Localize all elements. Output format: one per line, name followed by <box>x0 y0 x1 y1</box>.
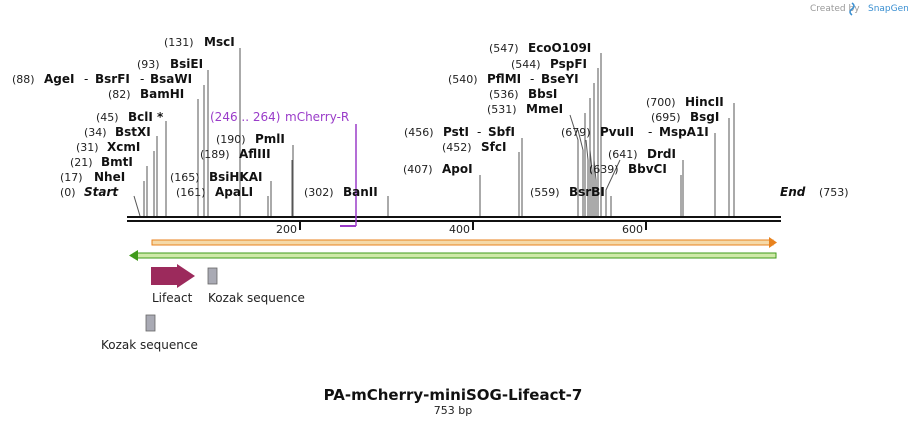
agei-label: AgeI <box>44 72 74 86</box>
enzyme-labels-right: (407) ApoI (452) SfcI (456) PstI - SbfI … <box>403 41 849 199</box>
tick-label-200: 200 <box>276 223 297 236</box>
lifeact-label: Lifeact <box>152 291 193 305</box>
map-subtitle: 753 bp <box>434 404 472 417</box>
pvuii-label: PvuII <box>600 125 634 139</box>
enzyme-labels-left: (0) Start (17) NheI (21) BmtI (31) XcmI … <box>12 35 378 199</box>
pflmi-pos: (540) <box>448 73 478 86</box>
sbfi-label: SbfI <box>488 125 515 139</box>
bsrbi-label: BsrBI <box>569 185 605 199</box>
leader-lines <box>133 114 621 217</box>
agei-pos: (88) <box>12 73 35 86</box>
mspa1i-label: MspA1I <box>659 125 709 139</box>
bmti-label: BmtI <box>101 155 133 169</box>
green-feature-bar[interactable] <box>133 252 777 259</box>
bamhi-label: BamHI <box>140 87 184 101</box>
kozak-box-bottom[interactable] <box>145 314 156 332</box>
bsiei-label: BsiEI <box>170 57 203 71</box>
tick-label-600: 600 <box>622 223 643 236</box>
pmli-pos: (190) <box>216 133 246 146</box>
ruler-ticks <box>299 222 647 230</box>
start-pos: (0) <box>60 186 76 199</box>
svg-text:-: - <box>648 125 652 139</box>
bstxi-pos: (34) <box>84 126 107 139</box>
primer-range: (246 .. 264) <box>210 110 280 124</box>
svg-text:-: - <box>530 72 534 86</box>
xcmi-pos: (31) <box>76 141 99 154</box>
mmei-pos: (531) <box>487 103 517 116</box>
psti-label: PstI <box>443 125 469 139</box>
afliii-label: AflIII <box>239 147 271 161</box>
bamhi-pos: (82) <box>108 88 131 101</box>
bbvci-pos: (639) <box>589 163 619 176</box>
bsiei-pos: (93) <box>137 58 160 71</box>
banii-label: BanII <box>343 185 378 199</box>
svg-text:-: - <box>477 125 481 139</box>
apali-label: ApaLI <box>215 185 253 199</box>
bcli-pos: (45) <box>96 111 119 124</box>
sfci-label: SfcI <box>481 140 506 154</box>
svg-text:-: - <box>140 72 144 86</box>
lifeact-arrow[interactable] <box>151 264 195 288</box>
bsihkai-label: BsiHKAI <box>209 170 263 184</box>
primer-name: mCherry-R <box>285 110 349 124</box>
orange-arrow-head <box>769 237 777 248</box>
bsgi-pos: (695) <box>651 111 681 124</box>
credit-text: Created by <box>810 4 860 14</box>
ecoo109i-pos: (547) <box>489 42 519 55</box>
map-title: PA-mCherry-miniSOG-Lifeact-7 <box>324 386 583 404</box>
apoi-pos: (407) <box>403 163 433 176</box>
nhei-label: NheI <box>94 170 125 184</box>
bbvci-label: BbvCI <box>628 162 667 176</box>
bbsi-pos: (536) <box>489 88 519 101</box>
bseyi-label: BseYI <box>541 72 579 86</box>
green-arrow-head <box>129 250 138 261</box>
sfci-pos: (452) <box>442 141 472 154</box>
tick-label-400: 400 <box>449 223 470 236</box>
hincii-pos: (700) <box>646 96 676 109</box>
hincii-label: HincII <box>685 95 724 109</box>
bsihkai-pos: (165) <box>170 171 200 184</box>
snapgene-logo-text: SnapGene <box>868 4 908 14</box>
drdi-pos: (641) <box>608 148 638 161</box>
pflmi-label: PflMI <box>487 72 521 86</box>
msci-pos: (131) <box>164 36 194 49</box>
banii-pos: (302) <box>304 186 334 199</box>
bstxi-label: BstXI <box>115 125 151 139</box>
start-label: Start <box>84 185 119 199</box>
psti-pos: (456) <box>404 126 434 139</box>
kozak-label-bottom: Kozak sequence <box>101 338 198 352</box>
pmli-label: PmlI <box>255 132 285 146</box>
bsawi-label: BsaWI <box>150 72 192 86</box>
apoi-label: ApoI <box>442 162 473 176</box>
afliii-pos: (189) <box>200 148 230 161</box>
pvuii-pos: (679) <box>561 126 591 139</box>
ecoo109i-label: EcoO109I <box>528 41 591 55</box>
kozak-box-top[interactable] <box>207 267 218 285</box>
drdi-label: DrdI <box>647 147 676 161</box>
bsrbi-pos: (559) <box>530 186 560 199</box>
pspfi-label: PspFI <box>550 57 587 71</box>
orange-feature-bar[interactable] <box>151 239 774 246</box>
pspfi-pos: (544) <box>511 58 541 71</box>
svg-text:-: - <box>84 72 88 86</box>
bsrfi-label: BsrFI <box>95 72 130 86</box>
mmei-label: MmeI <box>526 102 563 116</box>
apali-pos: (161) <box>176 186 206 199</box>
msci-label: MscI <box>204 35 235 49</box>
bbsi-label: BbsI <box>528 87 557 101</box>
bmti-pos: (21) <box>70 156 93 169</box>
end-pos: (753) <box>819 186 849 199</box>
bcli-label: BclI * <box>128 110 164 124</box>
cut-site-lines <box>143 48 735 216</box>
end-label: End <box>780 185 806 199</box>
snapgene-logo-icon <box>849 2 855 16</box>
xcmi-label: XcmI <box>107 140 140 154</box>
kozak-label-top: Kozak sequence <box>208 291 305 305</box>
nhei-pos: (17) <box>60 171 83 184</box>
bsgi-label: BsgI <box>690 110 719 124</box>
